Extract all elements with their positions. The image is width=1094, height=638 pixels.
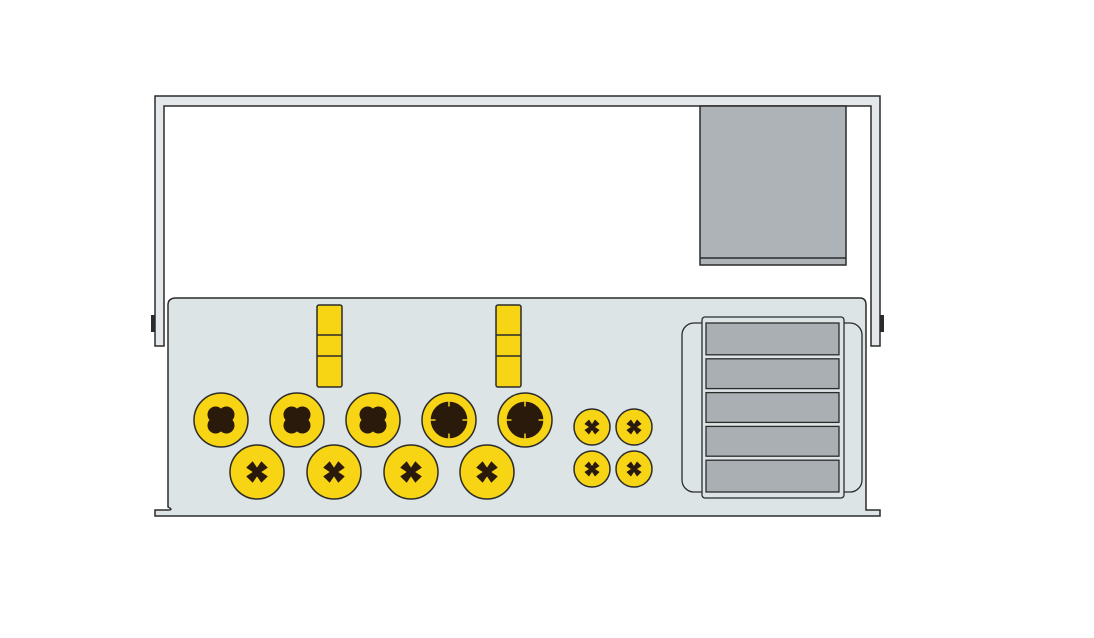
left-latch [151, 315, 155, 332]
vent-slat [705, 459, 840, 493]
cross-hole-icon [626, 461, 642, 477]
cross-hole-icon [584, 461, 600, 477]
cable-glands [193, 392, 653, 500]
cable-gland-small [573, 408, 611, 446]
cross-hole-icon [323, 461, 345, 483]
terminal-bars [316, 304, 522, 388]
cable-gland-blob [345, 392, 401, 448]
cable-gland-cross [306, 444, 362, 500]
cable-gland-small [573, 450, 611, 488]
cable-gland-round [421, 392, 477, 448]
vent-slat [705, 425, 840, 457]
cross-hole-icon [584, 419, 600, 435]
cable-gland-blob [193, 392, 249, 448]
cross-hole-icon [626, 419, 642, 435]
yellow-terminal-bar [495, 304, 522, 388]
cross-hole-icon [400, 461, 422, 483]
vent-slat [705, 322, 840, 356]
cable-gland-blob [269, 392, 325, 448]
grey-box [699, 105, 847, 266]
cable-gland-cross [459, 444, 515, 500]
yellow-terminal-bar [316, 304, 343, 388]
cable-gland-small [615, 408, 653, 446]
cable-gland-round [497, 392, 553, 448]
cross-hole-icon [246, 461, 268, 483]
vent-slat [705, 391, 840, 424]
cross-hole-icon [476, 461, 498, 483]
vent-slat [705, 358, 840, 390]
cable-gland-cross [383, 444, 439, 500]
cable-gland-small [615, 450, 653, 488]
vent [681, 316, 863, 499]
right-latch [880, 315, 884, 332]
top-frame [151, 95, 884, 347]
cable-gland-cross [229, 444, 285, 500]
